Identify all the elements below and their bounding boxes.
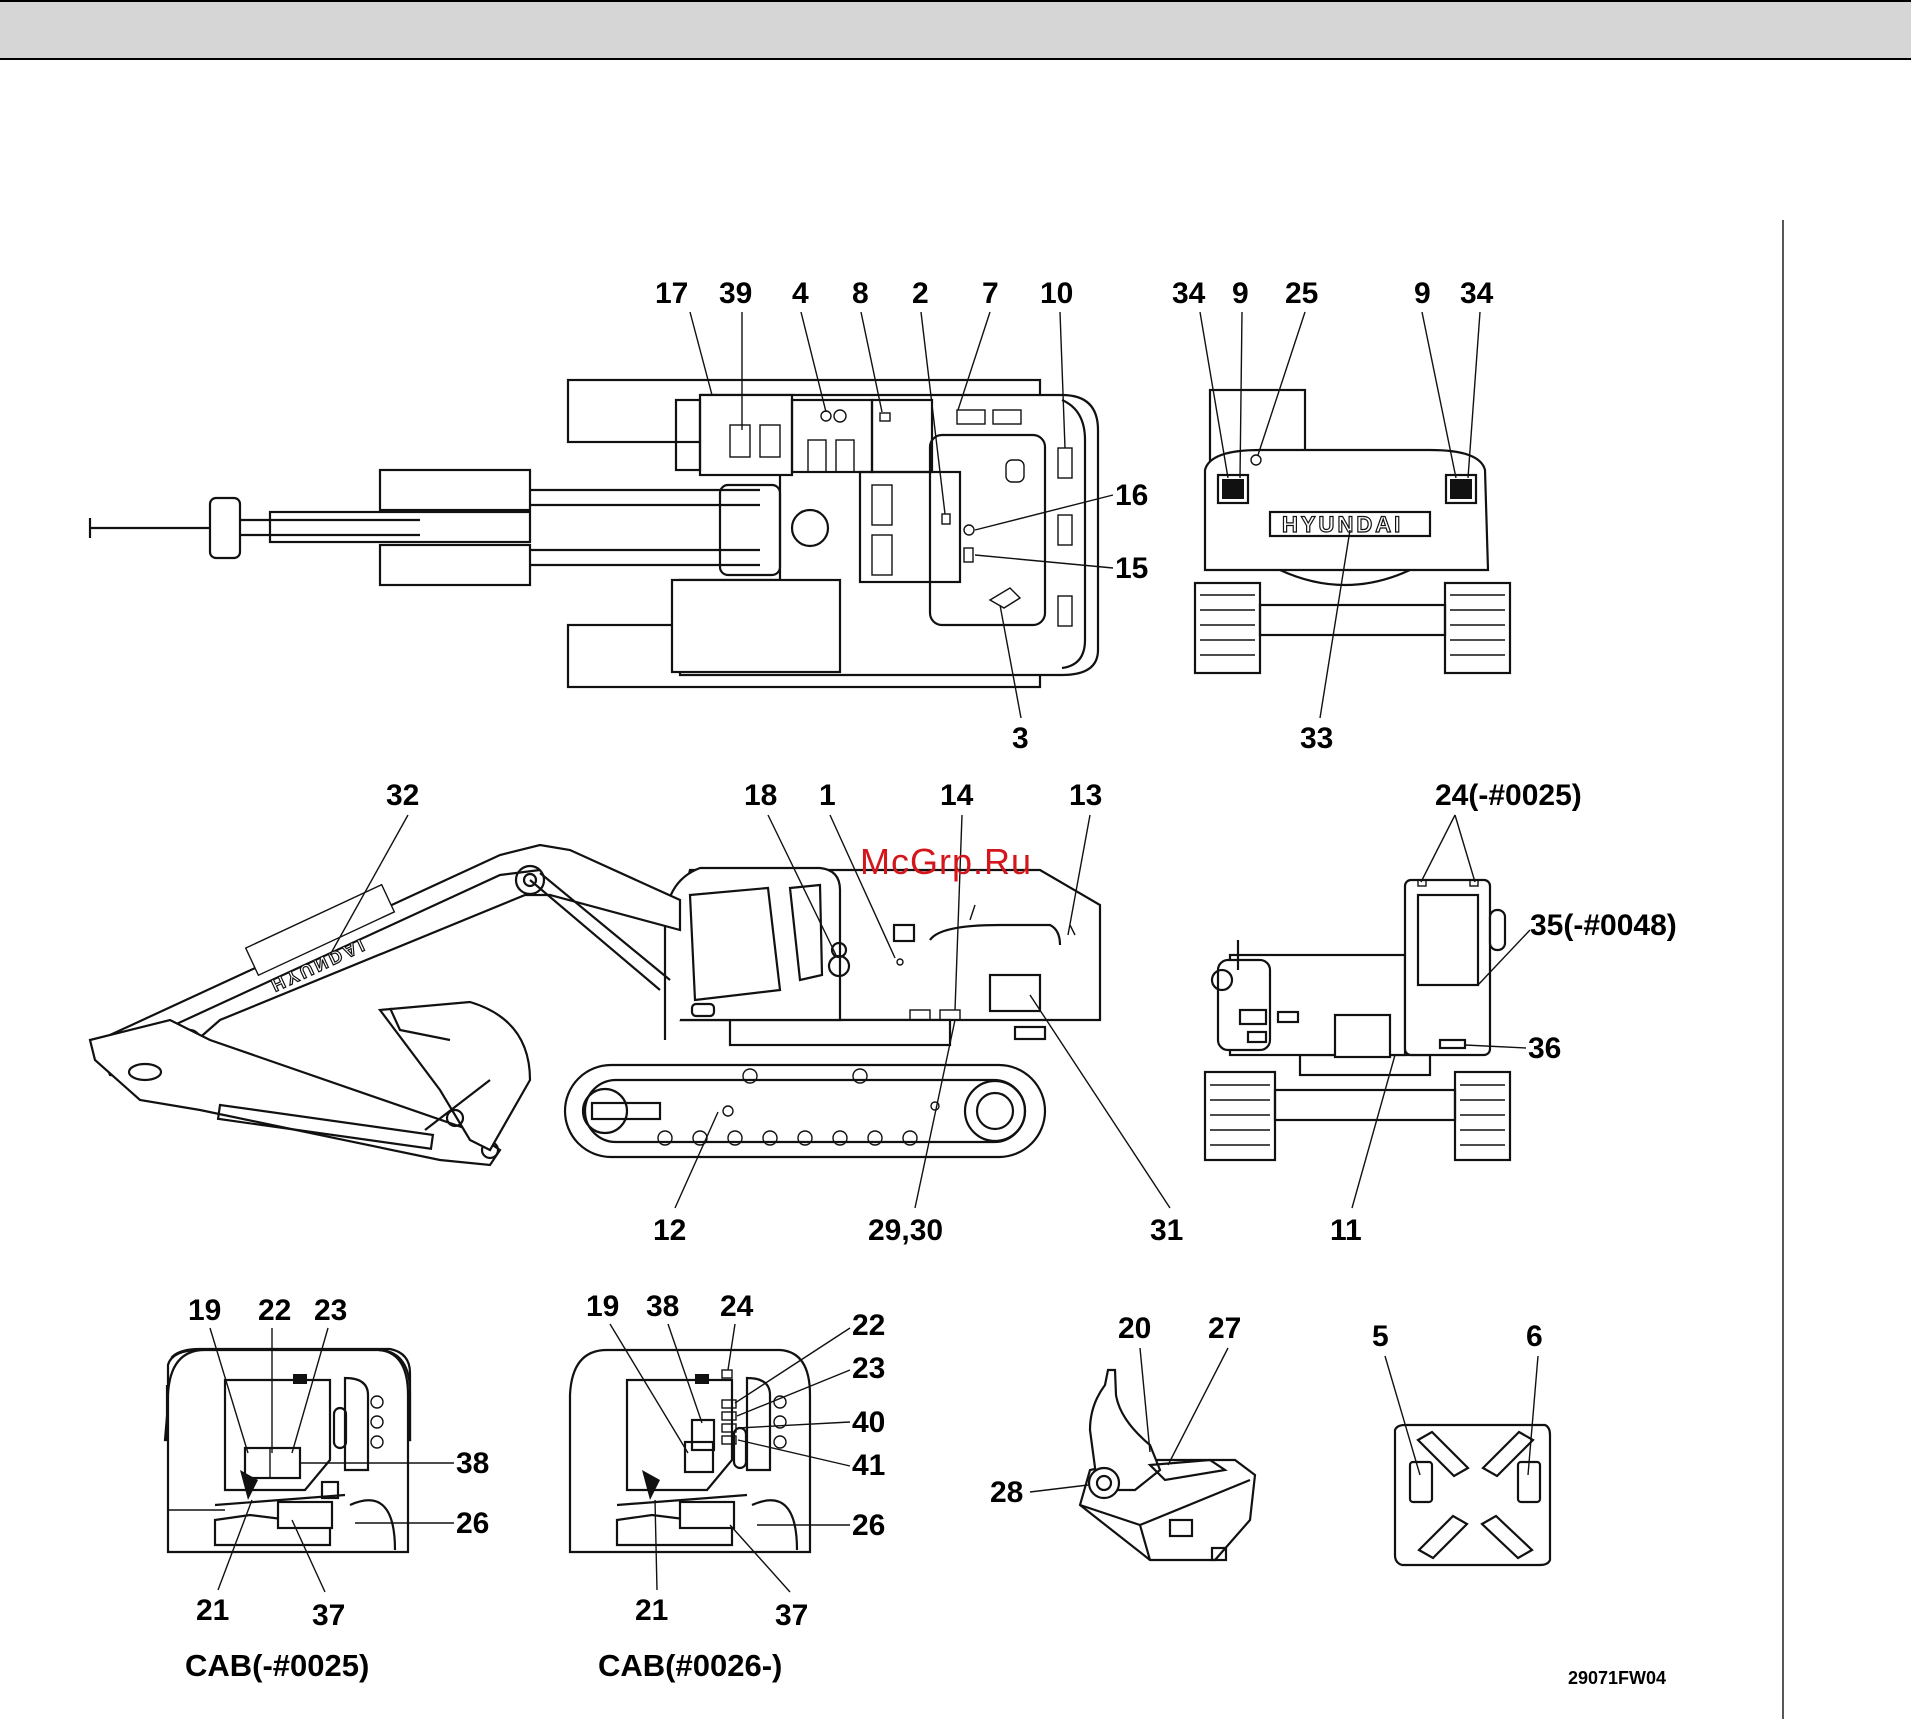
callout-26-late: 26: [852, 1509, 885, 1542]
top-view-drawing: [90, 380, 1098, 687]
callout-5: 5: [1372, 1320, 1389, 1353]
callout-27: 27: [1208, 1312, 1241, 1345]
callout-22-late: 22: [852, 1309, 885, 1342]
callout-41: 41: [852, 1449, 885, 1482]
callout-12: 12: [653, 1214, 686, 1247]
joystick-drawing: [1080, 1370, 1255, 1560]
cab-early-title: CAB(-#0025): [185, 1648, 369, 1683]
callout-35-early: 35(-#0048): [1530, 909, 1677, 942]
callout-19-late: 19: [586, 1290, 619, 1323]
callout-38-late: 38: [646, 1290, 679, 1323]
figure-code: 29071FW04: [1568, 1668, 1666, 1688]
callout-31: 31: [1150, 1214, 1183, 1247]
callout-26-early: 26: [456, 1507, 489, 1540]
callout-6: 6: [1526, 1320, 1543, 1353]
callout-40: 40: [852, 1406, 885, 1439]
callout-39: 39: [719, 277, 752, 310]
callout-22-early: 22: [258, 1294, 291, 1327]
callout-20: 20: [1118, 1312, 1151, 1345]
callout-4: 4: [792, 277, 809, 310]
callout-23-late: 23: [852, 1352, 885, 1385]
callout-9-left: 9: [1232, 277, 1249, 310]
callout-2: 2: [912, 277, 929, 310]
callout-37-early: 37: [312, 1599, 345, 1632]
callout-36: 36: [1528, 1032, 1561, 1065]
callout-19-early: 19: [188, 1294, 221, 1327]
rear-view-drawing: HYUNDAI: [1195, 390, 1510, 673]
callout-23-early: 23: [314, 1294, 347, 1327]
callout-37-late: 37: [775, 1599, 808, 1632]
callout-7: 7: [982, 277, 999, 310]
callout-32: 32: [386, 779, 419, 812]
callout-18: 18: [744, 779, 777, 812]
site-watermark: McGrp.Ru: [860, 841, 1032, 882]
callout-3: 3: [1012, 722, 1029, 755]
callout-10: 10: [1040, 277, 1073, 310]
callout-14: 14: [940, 779, 974, 812]
callout-21-early: 21: [196, 1594, 229, 1627]
callout-25: 25: [1285, 277, 1318, 310]
callout-11: 11: [1330, 1214, 1362, 1247]
callout-16: 16: [1115, 479, 1148, 512]
callout-17: 17: [655, 277, 688, 310]
callout-33: 33: [1300, 722, 1333, 755]
callout-29-30: 29,30: [868, 1214, 943, 1247]
side-view-drawing: HYUNDAI: [90, 845, 1100, 1165]
window-panel-drawing: [1395, 1425, 1550, 1565]
callout-24-early: 24(-#0025): [1435, 779, 1582, 812]
callout-15: 15: [1115, 552, 1148, 585]
callout-34-right: 34: [1460, 277, 1494, 310]
callout-1: 1: [819, 779, 836, 812]
callout-38-early: 38: [456, 1447, 489, 1480]
rear-brand-lettering: HYUNDAI: [1282, 512, 1403, 537]
cab-early-correct: [168, 1350, 408, 1552]
cab-late-drawing: [570, 1350, 810, 1552]
callout-28: 28: [990, 1476, 1023, 1509]
callout-24-late: 24: [720, 1290, 754, 1323]
cab-late-title: CAB(#0026-): [598, 1648, 782, 1683]
callout-9-right: 9: [1414, 277, 1431, 310]
callout-13: 13: [1069, 779, 1102, 812]
front-view-drawing: [1205, 880, 1510, 1160]
callout-34-left: 34: [1172, 277, 1206, 310]
callout-8: 8: [852, 277, 869, 310]
callout-21-late: 21: [635, 1594, 668, 1627]
